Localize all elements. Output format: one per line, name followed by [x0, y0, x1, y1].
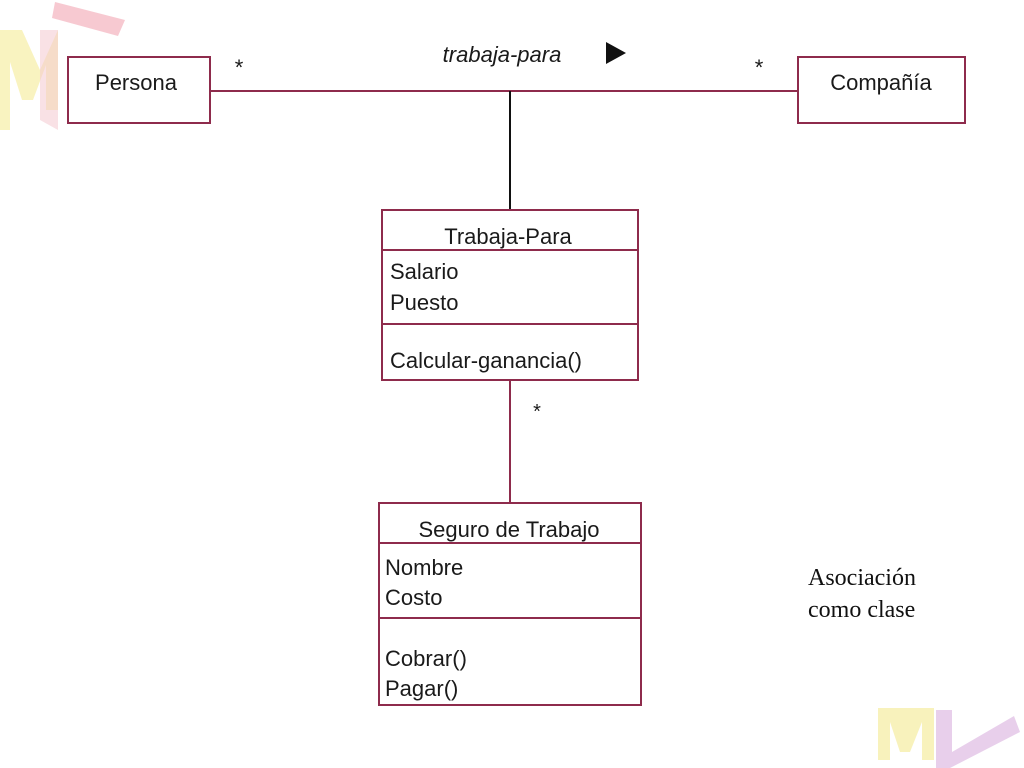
caption-line: como clase	[808, 597, 916, 623]
class-operation: Calcular-ganancia()	[390, 348, 582, 373]
class-attribute: Puesto	[390, 290, 459, 315]
class-attribute: Nombre	[385, 555, 463, 580]
class-box	[797, 56, 966, 124]
class-attribute: Salario	[390, 259, 458, 284]
class-name: Compañía	[830, 70, 932, 95]
class-name: Persona	[95, 70, 178, 95]
class-operation: Pagar()	[385, 676, 458, 701]
class-box	[381, 209, 639, 381]
watermark-logo-top-left	[0, 2, 125, 130]
class-trabaja-para[interactable]: Trabaja-Para Salario Puesto Calcular-gan…	[381, 209, 639, 381]
caption-line: Asociación	[808, 565, 916, 591]
watermark-block	[0, 30, 58, 130]
multiplicity-compania: *	[755, 55, 764, 80]
class-operation: Cobrar()	[385, 646, 467, 671]
class-name: Trabaja-Para	[444, 224, 572, 249]
class-name: Seguro de Trabajo	[418, 517, 599, 542]
class-attribute: Costo	[385, 585, 442, 610]
watermark-logo-bottom-right	[878, 708, 1020, 768]
watermark-stripe	[52, 2, 125, 36]
multiplicity-persona: *	[235, 55, 244, 80]
class-box	[67, 56, 211, 124]
association-label: trabaja-para	[443, 42, 562, 67]
class-box	[378, 502, 642, 706]
slide-caption: Asociación como clase	[808, 562, 916, 626]
watermark-stripe	[936, 710, 1020, 768]
class-seguro-de-trabajo[interactable]: Seguro de Trabajo Nombre Costo Cobrar() …	[378, 502, 642, 706]
watermark-block-shade	[40, 30, 58, 130]
watermark-block	[878, 708, 934, 760]
multiplicity-seguro: *	[533, 401, 541, 423]
class-compania[interactable]: Compañía	[797, 56, 966, 124]
class-persona[interactable]: Persona	[67, 56, 211, 124]
play-triangle-icon	[606, 42, 626, 64]
